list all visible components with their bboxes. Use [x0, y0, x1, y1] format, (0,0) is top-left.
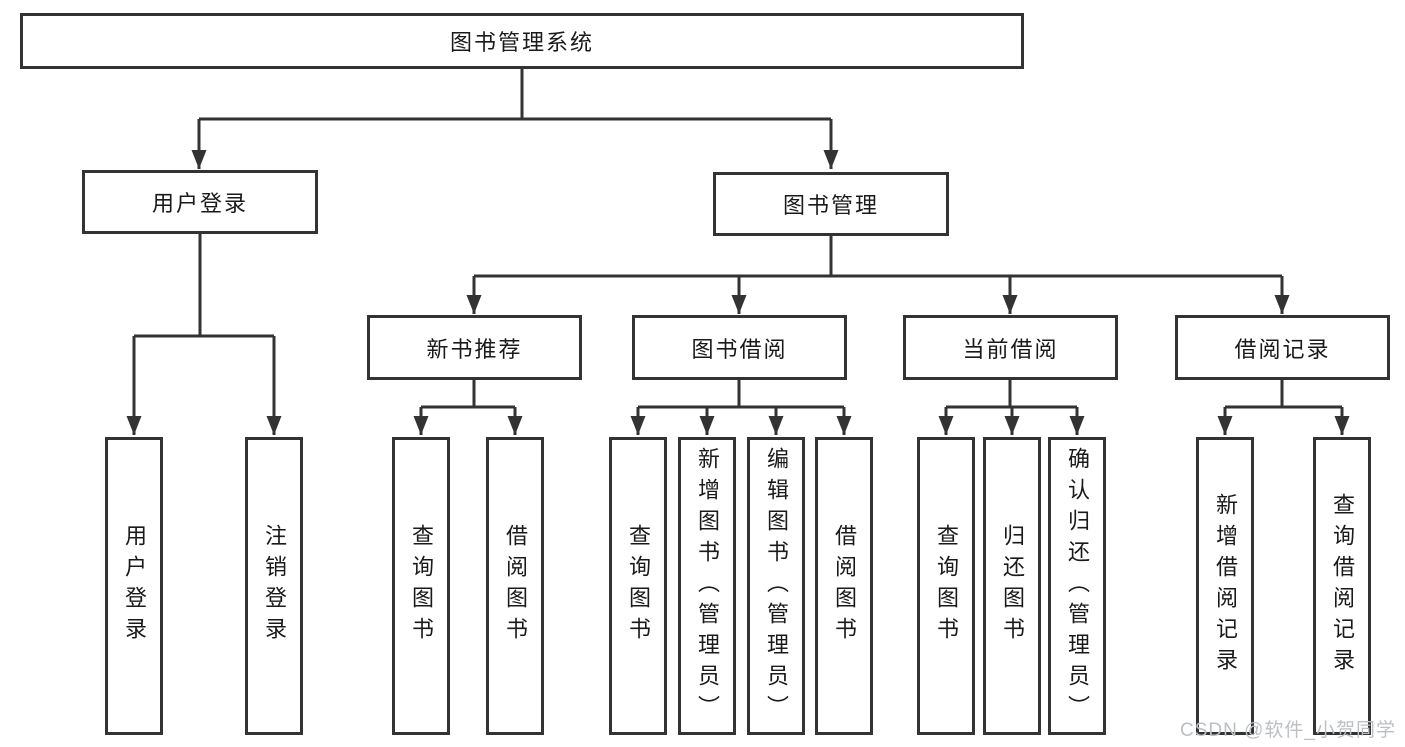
node-label: 借阅记录	[1234, 336, 1331, 362]
leaf-borrow-borrow-books: 借阅图书	[815, 437, 873, 735]
node-label: 当前借阅	[962, 336, 1059, 362]
node-current-borrowing: 当前借阅	[903, 315, 1118, 380]
leaf-label: 注销登录	[262, 524, 287, 648]
leaf-records-add-record: 新增借阅记录	[1196, 437, 1254, 735]
leaf-user-login: 用户登录	[105, 437, 163, 735]
node-label: 图书管理	[782, 193, 879, 218]
leaf-logout: 注销登录	[245, 437, 303, 735]
leaf-borrow-add-books-admin: 新增图书（管理员）	[678, 437, 736, 735]
connector-records-children	[1217, 380, 1350, 435]
node-book-management: 图书管理	[713, 172, 949, 236]
leaf-label: 新增借阅记录	[1213, 493, 1238, 679]
node-book-management-system: 图书管理系统	[20, 13, 1024, 69]
node-label: 新书推荐	[426, 336, 523, 362]
leaf-borrow-edit-books-admin: 编辑图书（管理员）	[747, 437, 805, 735]
node-label: 图书管理系统	[449, 30, 594, 55]
leaf-records-query-record: 查询借阅记录	[1313, 437, 1371, 735]
connector-user-login-children	[126, 234, 282, 435]
leaf-borrow-query-books: 查询图书	[609, 437, 667, 735]
node-book-borrowing: 图书借阅	[632, 315, 847, 380]
node-label: 图书借阅	[691, 336, 788, 362]
connector-recommend-children	[413, 380, 523, 435]
connector-borrow-children	[630, 380, 852, 435]
leaf-label: 借阅图书	[503, 524, 528, 648]
node-label: 用户登录	[151, 191, 248, 216]
node-user-login: 用户登录	[82, 170, 318, 234]
connector-root-to-level2	[191, 69, 839, 169]
leaf-recommend-query-books: 查询图书	[392, 437, 450, 735]
leaf-label: 查询借阅记录	[1330, 493, 1355, 679]
leaf-current-query-books: 查询图书	[917, 437, 975, 735]
leaf-label: 新增图书（管理员）	[695, 446, 720, 726]
leaf-label: 查询图书	[409, 524, 434, 648]
leaf-label: 借阅图书	[832, 524, 857, 648]
watermark: CSDN @软件_小贺同学	[1180, 720, 1396, 741]
connector-book-mgmt-children	[466, 236, 1290, 314]
connector-current-children	[938, 380, 1085, 435]
node-borrowing-records: 借阅记录	[1175, 315, 1390, 380]
leaf-recommend-borrow-books: 借阅图书	[486, 437, 544, 735]
leaf-label: 编辑图书（管理员）	[764, 446, 789, 726]
leaf-label: 查询图书	[626, 524, 651, 648]
leaf-current-confirm-return-admin: 确认归还（管理员）	[1048, 437, 1106, 735]
node-new-book-recommendation: 新书推荐	[367, 315, 582, 380]
leaf-label: 归还图书	[1000, 524, 1025, 648]
leaf-label: 用户登录	[122, 524, 147, 648]
leaf-label: 查询图书	[934, 524, 959, 648]
leaf-label: 确认归还（管理员）	[1065, 446, 1090, 726]
leaf-current-return-books: 归还图书	[983, 437, 1041, 735]
